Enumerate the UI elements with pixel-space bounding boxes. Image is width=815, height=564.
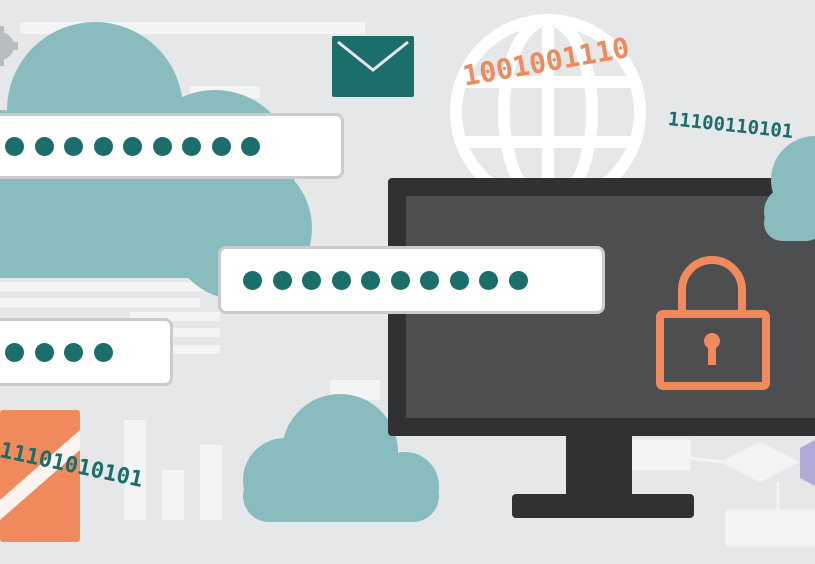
password-dot: [5, 342, 24, 362]
password-dot: [272, 270, 292, 290]
password-field-top-left[interactable]: [0, 113, 344, 179]
password-dot: [64, 136, 83, 156]
password-dot: [420, 270, 439, 290]
password-dot: [508, 270, 528, 290]
password-dot: [93, 136, 113, 156]
password-dot: [182, 136, 201, 156]
password-dots: [5, 136, 271, 156]
bar-chart-icon: [124, 380, 380, 520]
password-dot: [479, 270, 498, 290]
password-dot: [34, 342, 54, 362]
password-dot: [390, 270, 410, 290]
password-dot: [123, 136, 142, 156]
password-dot: [302, 270, 321, 290]
flowchart-icon: [629, 439, 815, 547]
password-dot: [361, 270, 380, 290]
purple-shape: [800, 440, 815, 486]
password-dot: [449, 270, 469, 290]
password-dot: [5, 136, 24, 156]
gear-icon: [0, 26, 18, 66]
password-dot: [211, 136, 231, 156]
orange-document: [0, 410, 80, 542]
cloud-icon: [764, 136, 815, 241]
password-dot: [243, 270, 262, 290]
password-dot: [152, 136, 172, 156]
password-dot: [34, 136, 54, 156]
password-dots: [5, 342, 123, 362]
password-dot: [241, 136, 260, 156]
password-dots: [243, 270, 538, 290]
envelope-icon: [332, 36, 414, 97]
password-dot: [64, 342, 83, 362]
password-field-lower-left[interactable]: [0, 318, 173, 386]
password-field-center[interactable]: [218, 246, 605, 314]
password-dot: [93, 342, 113, 362]
cloud-icon: [243, 394, 439, 522]
password-dot: [331, 270, 351, 290]
padlock-icon: [656, 256, 770, 390]
